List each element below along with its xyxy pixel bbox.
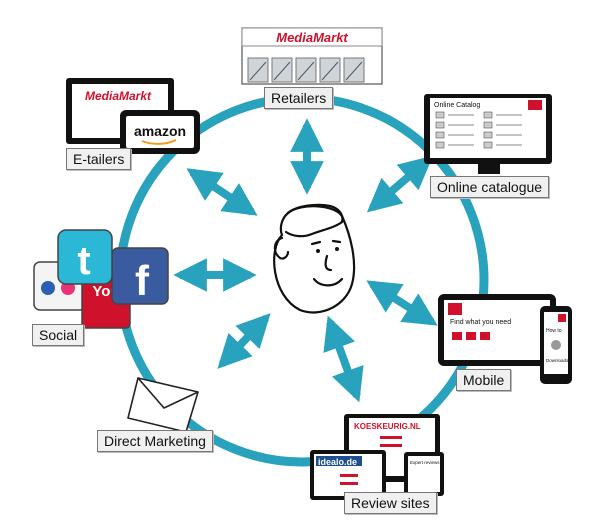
label-review-sites: Review sites: [344, 492, 437, 514]
mobile-logo-text-2: How to: [546, 328, 562, 334]
review-logo-text-3: Expert reviews: [410, 460, 440, 465]
label-e-tailers: E-tailers: [66, 148, 132, 170]
arrows: [173, 118, 438, 403]
arrow-review-sites: [323, 315, 364, 403]
etailers-logo-text-2: amazon: [134, 123, 186, 139]
retailers-logo-text: MediaMarkt: [276, 30, 348, 45]
review-logo-text: KOESKEURIG.NL: [354, 422, 421, 431]
customer-face-icon: [273, 203, 356, 314]
label-online-catalogue: Online catalogue: [430, 176, 550, 198]
social-logo-text: t: [77, 239, 90, 283]
mediamarkt-store-icon: MediaMarkt: [241, 27, 383, 85]
arrow-e-tailers: [186, 168, 258, 216]
catalog-monitor-icon: Online Catalog: [424, 94, 552, 174]
social-media-icon: You f t: [33, 229, 169, 329]
label-retailers: Retailers: [264, 87, 334, 109]
arrow-direct-marketing: [217, 313, 271, 369]
label-social: Social: [32, 324, 85, 346]
mobile-logo-text: Find what you need: [450, 319, 511, 326]
label-mobile: Mobile: [456, 369, 512, 391]
etailers-logo-text: MediaMarkt: [85, 89, 152, 103]
catalogue-logo-text: Online Catalog: [434, 102, 480, 109]
tablet-phone-icon: Find what you need How to Downloads: [438, 294, 572, 384]
mobile-logo-text-3: Downloads: [546, 358, 569, 363]
social-logo-text-2: f: [135, 257, 150, 304]
arrow-mobile: [366, 280, 438, 326]
review-screens-icon: KOESKEURIG.NL idealo.de Expert reviews: [310, 414, 444, 500]
etailer-screens-icon: MediaMarkt amazon: [66, 78, 200, 154]
arrow-online-catalogue: [366, 155, 434, 213]
envelope-icon: [127, 377, 199, 433]
label-direct-marketing: Direct Marketing: [97, 430, 213, 452]
review-logo-text-2: idealo.de: [318, 457, 357, 467]
